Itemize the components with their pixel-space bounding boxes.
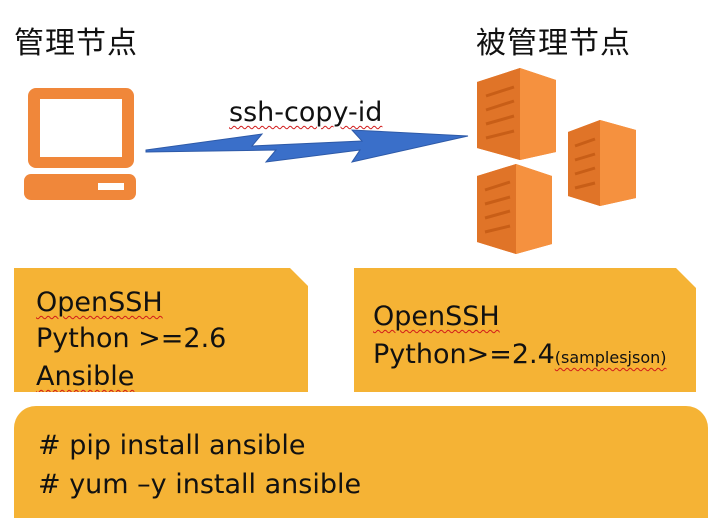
control-node-title: 管理节点: [14, 26, 138, 61]
computer-icon: [24, 88, 136, 200]
managed-requirement-openssh: OpenSSH: [373, 300, 500, 334]
requirement-python: Python >=2.6: [36, 323, 227, 354]
managed-requirement-python-note: (samplesjson): [554, 348, 667, 367]
server-block-bottom: [477, 164, 552, 254]
managed-requirement-python-text: Python>=2.4: [373, 339, 555, 370]
requirement-openssh: OpenSSH: [36, 286, 163, 320]
server-block-top: [477, 68, 556, 160]
server-cluster-icon: [477, 68, 636, 254]
lightning-bolt-icon: [145, 129, 469, 163]
server-block-right: [568, 120, 636, 206]
yum-install-command: # yum –y install ansible: [38, 469, 362, 500]
control-node-requirements-box: OpenSSH Python >=2.6 Ansible: [14, 268, 308, 392]
managed-requirement-python: Python>=2.4(samplesjson): [373, 338, 666, 375]
requirement-ansible: Ansible: [36, 360, 134, 394]
requirement-openssh-text: OpenSSH: [36, 287, 163, 318]
pip-install-command: # pip install ansible: [38, 430, 306, 461]
managed-node-title: 被管理节点: [476, 26, 631, 61]
install-commands-box: # pip install ansible # yum –y install a…: [14, 406, 708, 518]
requirement-ansible-text: Ansible: [36, 361, 135, 392]
managed-node-requirements-box: OpenSSH Python>=2.4(samplesjson): [354, 268, 696, 392]
ssh-copy-id-label: ssh-copy-id: [229, 97, 382, 128]
ssh-copy-id-text: ssh-copy-id: [229, 97, 383, 128]
managed-requirement-openssh-text: OpenSSH: [373, 301, 500, 332]
